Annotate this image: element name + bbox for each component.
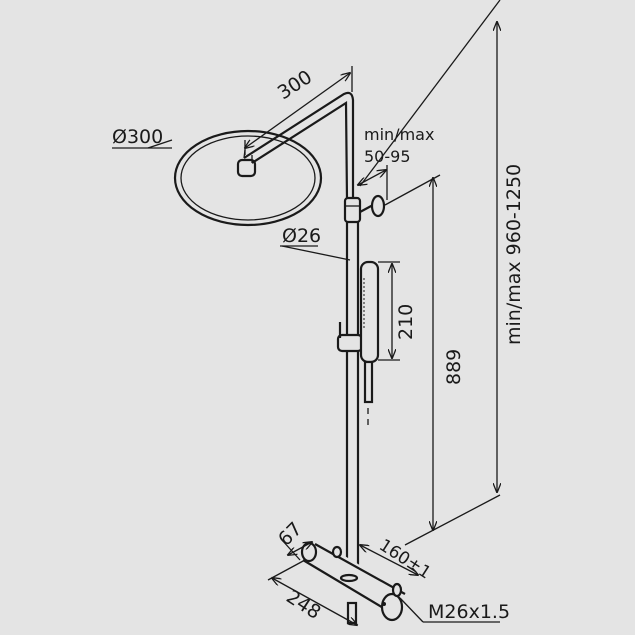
hand-shower bbox=[359, 260, 380, 430]
hand-shower-length-label: 210 bbox=[395, 304, 417, 340]
mixer-depth-label: 67 bbox=[274, 518, 307, 551]
riser-pipe bbox=[343, 194, 386, 578]
total-height-label: min/max 960-1250 bbox=[503, 164, 525, 345]
mixer-length-label: 248 bbox=[282, 586, 324, 624]
dimension-lines bbox=[112, 0, 500, 625]
head-diameter-label: Ø300 bbox=[112, 126, 163, 148]
pipe-diameter-label: Ø26 bbox=[282, 225, 321, 247]
slider-min-max-label: min/max bbox=[364, 125, 434, 144]
arm-length-label: 300 bbox=[274, 66, 316, 104]
slider-range-label: 50-95 bbox=[364, 147, 411, 166]
slider-height-label: 889 bbox=[443, 349, 465, 385]
shower-arm bbox=[243, 91, 355, 201]
connection-thread-label: M26x1.5 bbox=[428, 601, 510, 623]
center-distance-label: 160±1 bbox=[375, 535, 434, 583]
